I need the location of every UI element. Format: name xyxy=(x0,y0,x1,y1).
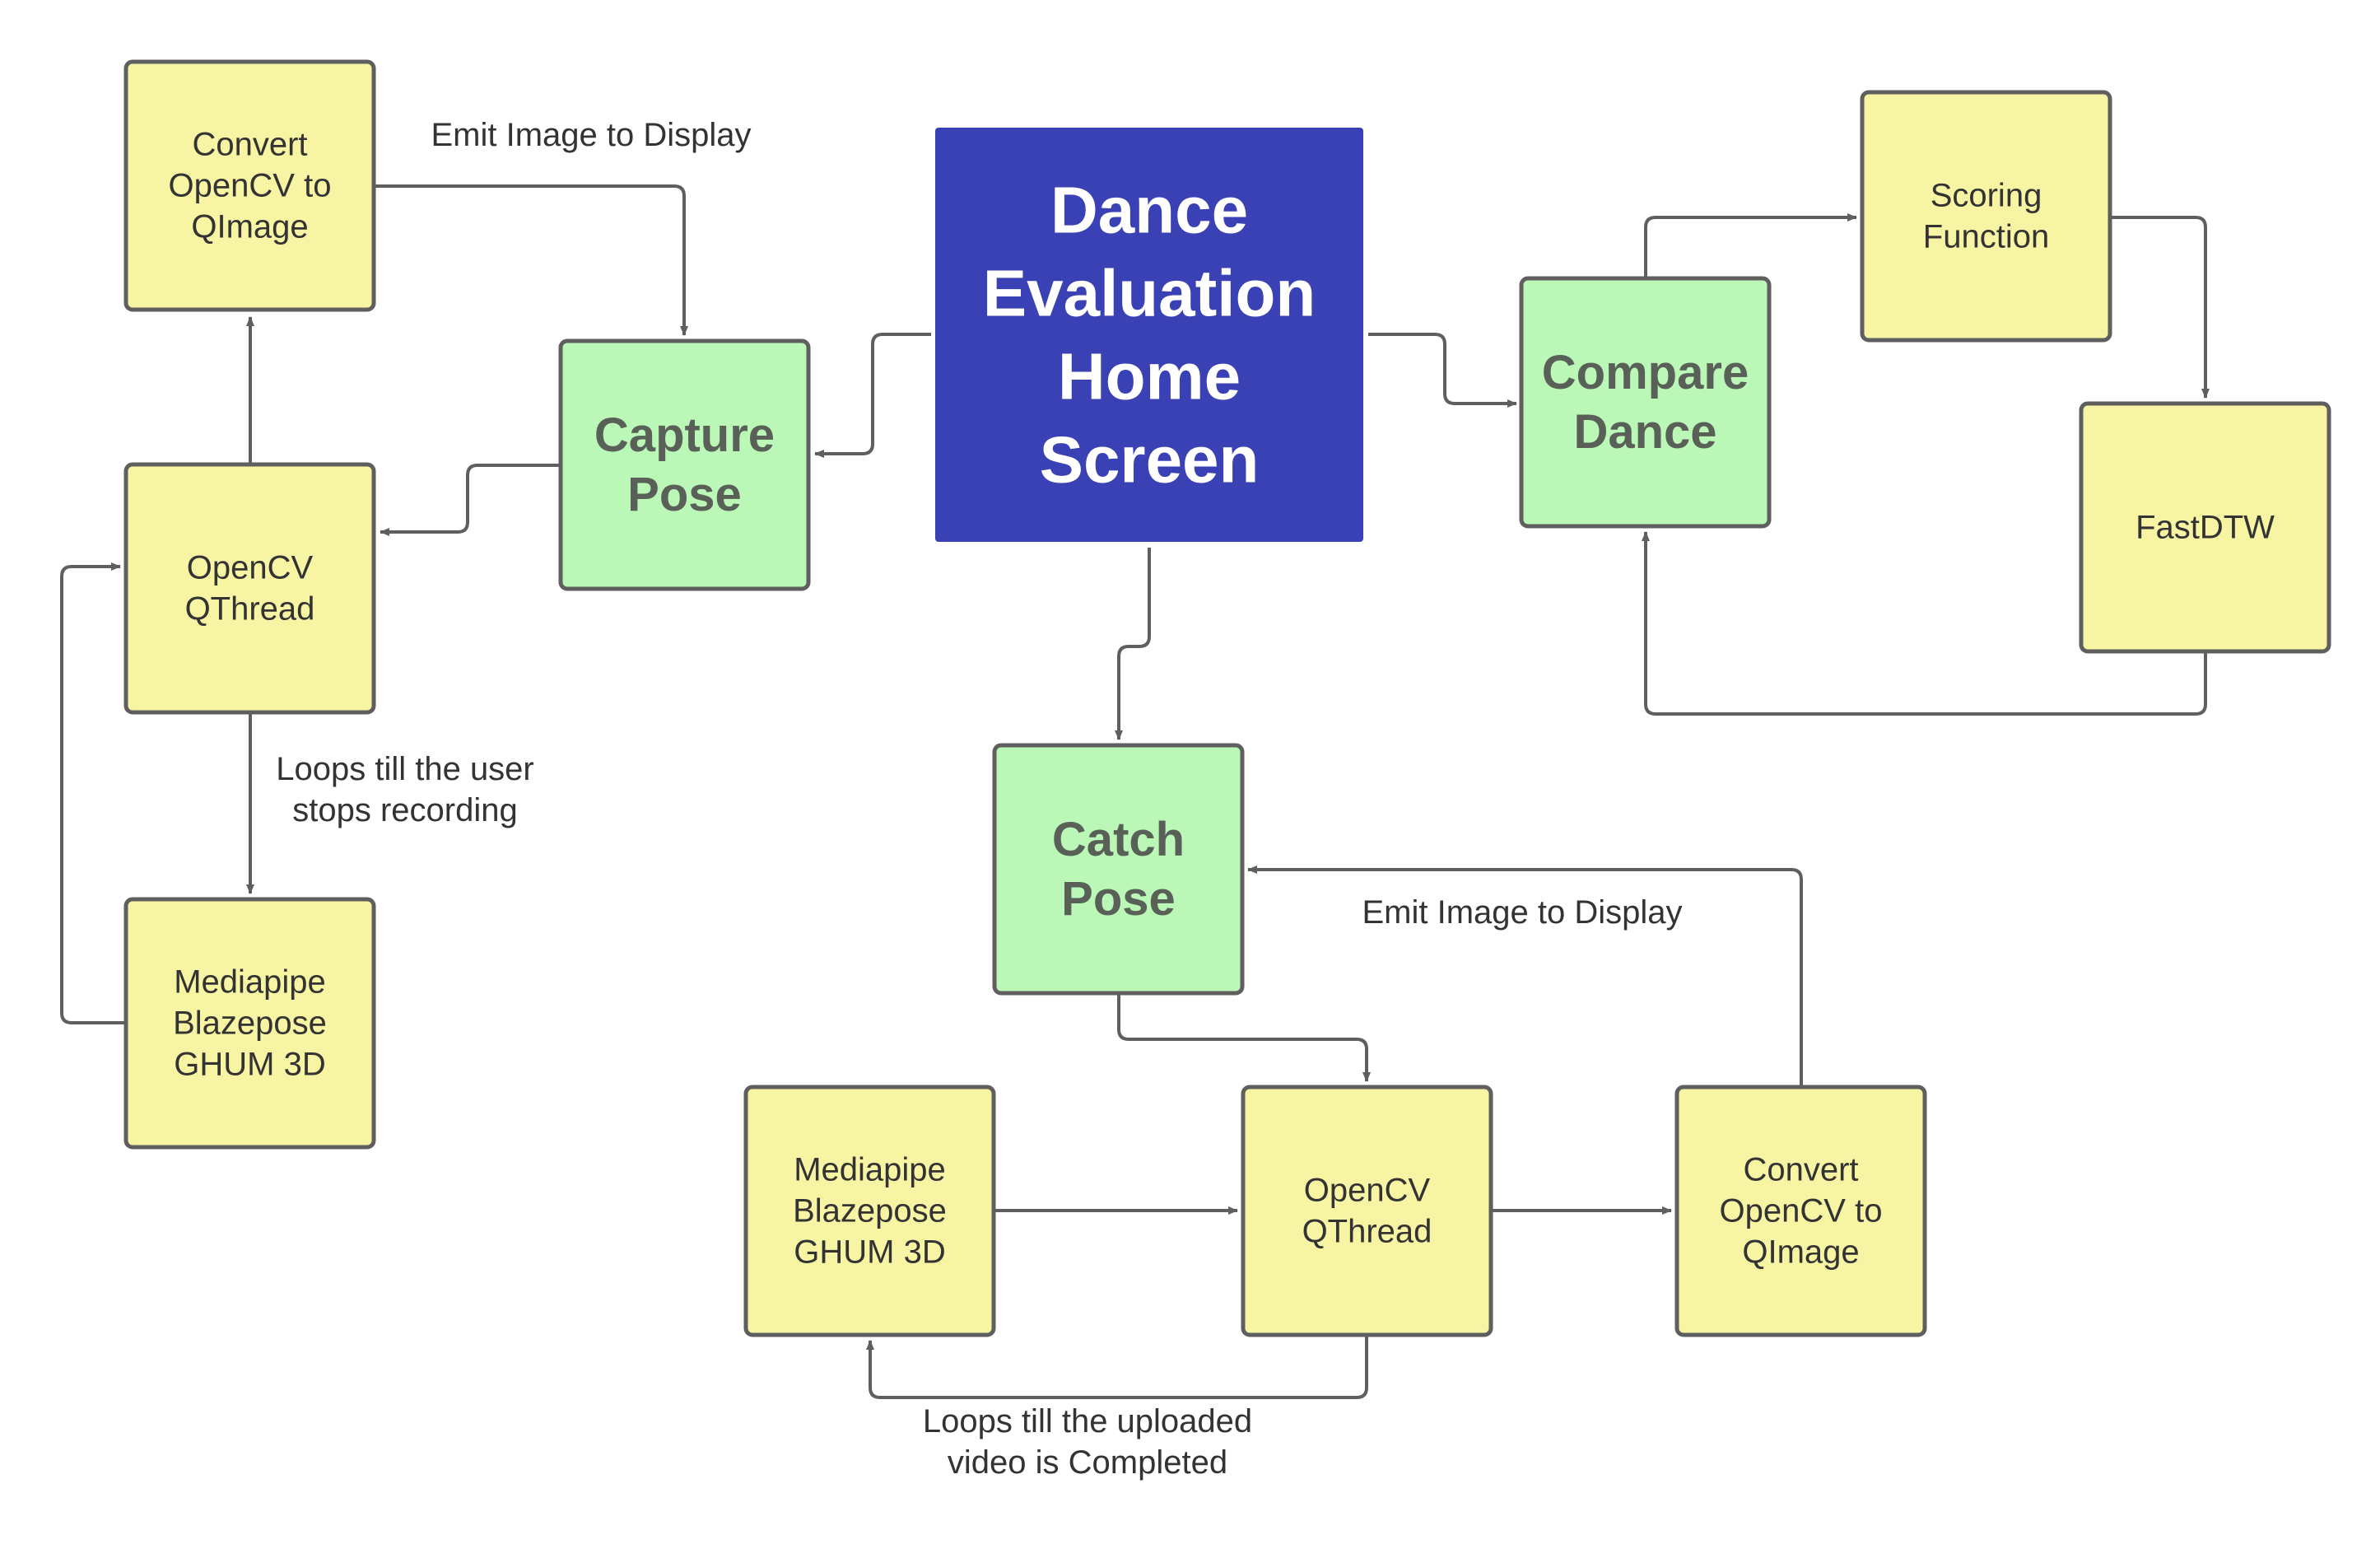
node-label-catch-mediapipe-line-3: GHUM 3D xyxy=(794,1234,945,1271)
node-label-capture-convert-line-1: Convert xyxy=(192,127,307,163)
node-label-capture-opencv-line-2: QThread xyxy=(185,591,315,628)
node-box-catch-convert xyxy=(1674,1085,1927,1337)
edges-layer xyxy=(60,184,2210,1399)
node-box-catch-pose xyxy=(992,743,1245,996)
edge-home-to-catch-pose xyxy=(1115,548,1151,740)
node-box-scoring xyxy=(1860,90,2112,343)
node-label-capture-mediapipe-line-2: Blazepose xyxy=(173,1005,327,1042)
node-label-catch-pose-line-2: Pose xyxy=(1061,872,1176,926)
node-label-capture-pose-line-1: Capture xyxy=(594,408,775,462)
node-label-home-line-2: Evaluation xyxy=(983,257,1316,330)
node-box-catch-mediapipe xyxy=(743,1085,996,1337)
node-box-capture-opencv xyxy=(123,462,376,715)
node-label-catch-convert-line-2: OpenCV to xyxy=(1720,1193,1883,1229)
node-label-compare-dance-line-1: Compare xyxy=(1542,346,1749,399)
node-box-capture-convert xyxy=(123,59,376,312)
node-box-capture-mediapipe xyxy=(123,897,376,1150)
node-label-catch-opencv-line-1: OpenCV xyxy=(1304,1173,1431,1209)
node-box-compare-dance xyxy=(1519,276,1772,529)
node-label-home-line-4: Screen xyxy=(1040,423,1260,497)
node-label-scoring-line-1: Scoring xyxy=(1931,178,2042,214)
edge-capture-pose-to-capture-opencv xyxy=(380,464,561,536)
edge-catch-opencv-to-catch-mediapipe xyxy=(866,1335,1368,1399)
edge-capture-mediapipe-to-capture-opencv xyxy=(60,562,126,1024)
node-label-scoring-line-2: Function xyxy=(1923,219,2049,255)
edge-fastdtw-to-compare-dance xyxy=(1642,531,2207,716)
node-label-capture-convert-line-2: OpenCV to xyxy=(169,168,332,204)
capture-loop-label-line-2: stops recording xyxy=(292,792,517,828)
node-fastdtw: FastDTW xyxy=(2079,401,2331,654)
node-label-capture-mediapipe-line-1: Mediapipe xyxy=(174,964,326,1001)
node-label-compare-dance-line-2: Dance xyxy=(1573,405,1716,459)
node-box-catch-opencv xyxy=(1241,1085,1493,1337)
node-label-catch-pose-line-1: Catch xyxy=(1052,813,1185,866)
edge-home-to-compare-dance xyxy=(1368,333,1517,408)
node-label-capture-opencv-line-1: OpenCV xyxy=(187,550,314,586)
node-label-home-line-3: Home xyxy=(1058,340,1241,413)
capture-loop-label-line-1: Loops till the user xyxy=(276,751,534,787)
edge-catch-pose-to-catch-opencv xyxy=(1117,993,1371,1082)
edge-catch-convert-to-catch-pose xyxy=(1247,865,1803,1087)
edge-capture-convert-to-capture-pose xyxy=(374,184,688,336)
node-label-catch-mediapipe-line-2: Blazepose xyxy=(793,1193,947,1229)
catch-loop-label-line-1: Loops till the uploaded xyxy=(923,1403,1252,1439)
node-label-capture-mediapipe-line-3: GHUM 3D xyxy=(174,1047,325,1083)
node-box-fastdtw xyxy=(2079,401,2331,654)
node-label-catch-convert-line-1: Convert xyxy=(1743,1152,1858,1188)
edge-labels: Emit Image to Display Loops till the use… xyxy=(276,117,1682,1481)
capture-emit-label: Emit Image to Display xyxy=(431,117,751,153)
catch-emit-label: Emit Image to Display xyxy=(1362,894,1682,931)
node-box-capture-pose xyxy=(558,338,811,591)
node-label-catch-opencv-line-2: QThread xyxy=(1302,1214,1432,1250)
node-label-capture-pose-line-2: Pose xyxy=(627,468,742,521)
node-label-fastdtw-line-1: FastDTW xyxy=(2135,510,2275,546)
edge-compare-dance-to-scoring xyxy=(1644,213,1857,278)
node-catch-opencv: OpenCV QThread xyxy=(1241,1085,1493,1337)
edge-home-to-capture-pose xyxy=(814,333,931,458)
nodes-layer: DanceEvaluationHomeScreenCapturePoseComp… xyxy=(123,59,2331,1337)
node-label-capture-convert-line-3: QImage xyxy=(191,209,308,245)
node-box-home xyxy=(935,128,1363,542)
node-label-home-line-1: Dance xyxy=(1050,174,1248,247)
node-label-catch-convert-line-3: QImage xyxy=(1742,1234,1859,1271)
node-label-catch-mediapipe-line-1: Mediapipe xyxy=(794,1152,946,1188)
node-capture-opencv: OpenCV QThread xyxy=(123,462,376,715)
edge-scoring-to-fastdtw xyxy=(2110,216,2210,399)
catch-loop-label-line-2: video is Completed xyxy=(948,1444,1227,1481)
